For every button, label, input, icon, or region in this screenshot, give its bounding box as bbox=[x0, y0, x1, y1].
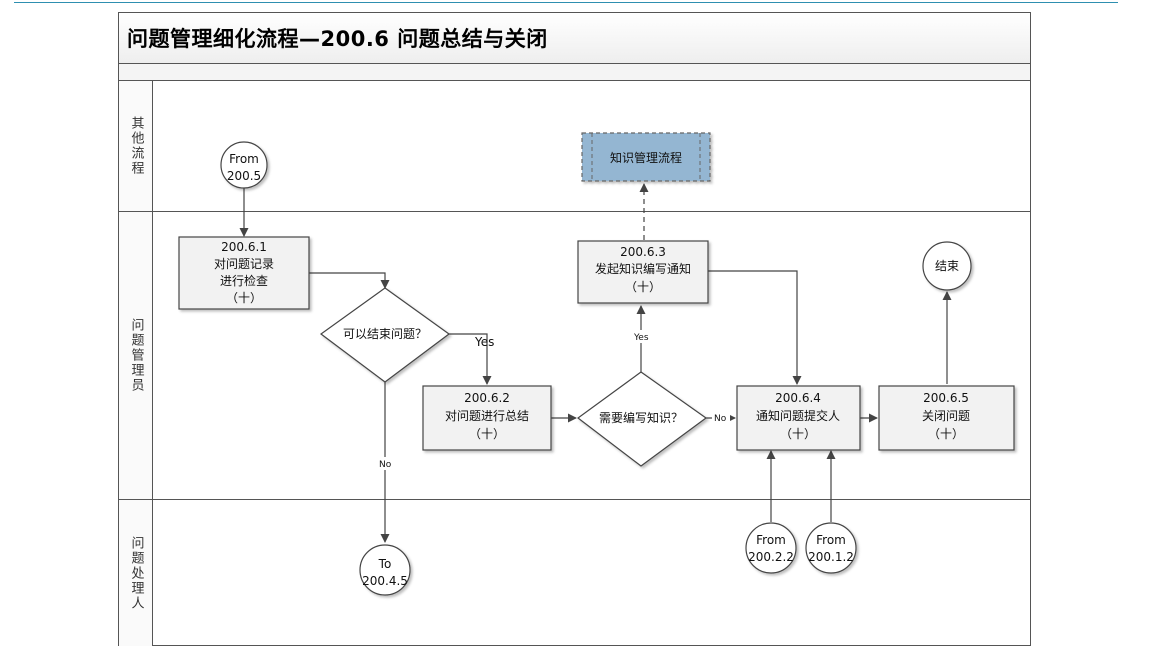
process-text: 进行检查 bbox=[220, 273, 268, 288]
lane-label-other-process: 其他流程 bbox=[119, 81, 153, 211]
lane-label-text: 问题管理员 bbox=[128, 318, 144, 393]
process-box-2065: 200.6.5 关闭问题 （十） bbox=[878, 385, 1015, 451]
edge-decision-close-yes bbox=[449, 333, 492, 385]
lane-label-problem-handler: 问题处理人 bbox=[119, 500, 153, 646]
process-text: （十） bbox=[226, 291, 262, 305]
process-text: （十） bbox=[928, 427, 964, 441]
connector-text: 200.5 bbox=[227, 169, 261, 183]
connector-text: 200.2.2 bbox=[748, 550, 794, 564]
terminator-end: 结束 bbox=[922, 241, 972, 291]
title-band: 问题管理细化流程—200.6 问题总结与关闭 bbox=[119, 13, 1030, 64]
connector-to-2045: To 200.4.5 bbox=[359, 544, 411, 596]
edge-2063-to-2064 bbox=[708, 270, 802, 385]
process-text: 通知问题提交人 bbox=[756, 408, 840, 423]
connector-from-2005: From 200.5 bbox=[220, 141, 268, 189]
process-text: 200.6.2 bbox=[464, 391, 510, 405]
connector-text: 200.4.5 bbox=[362, 574, 408, 588]
connector-from-2022: From 200.2.2 bbox=[745, 522, 797, 574]
process-text: 关闭问题 bbox=[922, 409, 970, 423]
subprocess-knowledge-management: 知识管理流程 bbox=[581, 132, 711, 182]
process-box-2064: 200.6.4 通知问题提交人 （十） bbox=[736, 385, 861, 451]
connector-text: 200.1.2 bbox=[808, 550, 854, 564]
lane-divider bbox=[119, 499, 1030, 500]
edge-label-yes: Yes bbox=[474, 335, 494, 349]
process-box-2061: 200.6.1 对问题记录 进行检查 （十） bbox=[178, 236, 310, 310]
lane-label-text: 问题处理人 bbox=[128, 535, 144, 611]
decision-can-close: 可以结束问题？ bbox=[319, 287, 451, 383]
process-box-2063: 200.6.3 发起知识编写通知 （十） bbox=[577, 240, 709, 304]
page-title: 问题管理细化流程—200.6 问题总结与关闭 bbox=[127, 27, 548, 51]
edge-label-no: No bbox=[714, 414, 727, 424]
process-text: 200.6.4 bbox=[775, 391, 821, 405]
process-text: 200.6.3 bbox=[620, 245, 666, 259]
subprocess-text: 知识管理流程 bbox=[610, 150, 682, 165]
decision-text: 需要编写知识？ bbox=[599, 410, 683, 425]
connector-from-2012: From 200.1.2 bbox=[805, 522, 857, 574]
connector-text: From bbox=[756, 533, 786, 547]
edge-label-bg bbox=[632, 330, 650, 343]
process-text: 200.6.1 bbox=[221, 240, 267, 254]
process-text: （十） bbox=[625, 280, 661, 294]
process-text: 对问题记录 bbox=[214, 257, 274, 271]
decision-text: 可以结束问题？ bbox=[343, 327, 427, 341]
process-text: （十） bbox=[469, 427, 505, 441]
connector-text: To bbox=[378, 557, 392, 571]
top-accent-rule bbox=[14, 2, 1118, 3]
process-text: 对问题进行总结 bbox=[445, 409, 529, 423]
lane-divider bbox=[119, 211, 1030, 212]
edge-label-no: No bbox=[379, 460, 392, 470]
process-text: 200.6.5 bbox=[923, 391, 969, 405]
swimlane-frame: 问题管理细化流程—200.6 问题总结与关闭 其他流程 问题管理员 问题处理人 bbox=[118, 12, 1031, 646]
process-text: （十） bbox=[780, 427, 816, 441]
header-spacer-band bbox=[119, 64, 1030, 81]
edge-label-bg bbox=[377, 457, 393, 470]
edge-2061-to-decision-close bbox=[309, 272, 390, 289]
terminator-text: 结束 bbox=[935, 259, 959, 273]
edge-label-yes: Yes bbox=[633, 333, 649, 343]
lane-header-column bbox=[119, 81, 153, 646]
decision-need-knowledge: 需要编写知识？ bbox=[576, 371, 708, 467]
lane-label-text: 其他流程 bbox=[128, 116, 144, 176]
process-box-2062: 200.6.2 对问题进行总结 （十） bbox=[422, 385, 552, 451]
lane-label-problem-manager: 问题管理员 bbox=[119, 212, 153, 499]
connectors bbox=[239, 183, 952, 543]
edge-label-bg bbox=[712, 411, 730, 424]
process-text: 发起知识编写通知 bbox=[595, 261, 691, 276]
connector-text: From bbox=[816, 533, 846, 547]
connector-text: From bbox=[229, 152, 259, 166]
